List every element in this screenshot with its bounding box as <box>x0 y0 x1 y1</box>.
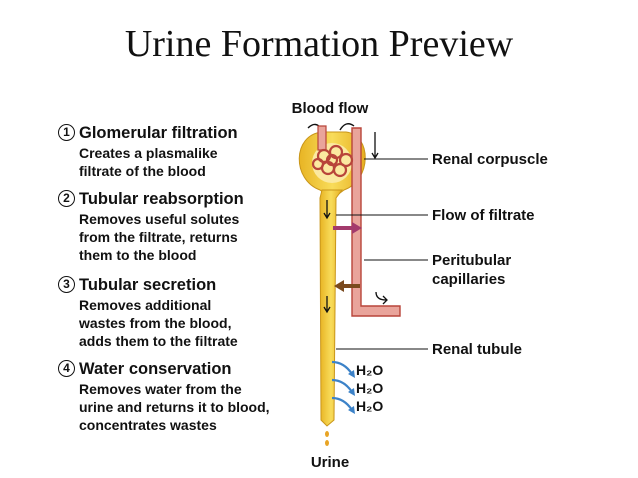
capillary-down-arrow <box>371 132 379 160</box>
steps-list: 1 Glomerular filtration Creates a plasma… <box>56 122 306 438</box>
step-tubular-secretion: 3 Tubular secretion Removes additional w… <box>56 274 306 358</box>
callout-renal-corpuscle: Renal corpuscle <box>432 151 548 168</box>
water-label-2: H₂O <box>356 380 383 396</box>
afferent-arteriole <box>317 125 327 151</box>
step-number-2: 2 <box>58 190 75 207</box>
bowmans-capsule <box>298 131 366 197</box>
urine-drops <box>325 431 329 446</box>
callout-renal-tubule: Renal tubule <box>432 341 522 358</box>
step-water-conservation: 4 Water conservation Removes water from … <box>56 358 306 438</box>
step-title: Tubular reabsorption <box>79 190 244 208</box>
blood-flow-out-arrow <box>339 123 355 131</box>
secretion-arrow-head <box>334 280 344 292</box>
filtrate-down-arrow-2 <box>323 296 331 314</box>
step-title: Glomerular filtration <box>79 124 238 142</box>
water-label-1: H₂O <box>356 362 383 378</box>
step-number-1: 1 <box>58 124 75 141</box>
water-arrows <box>331 360 353 411</box>
blood-flow-label: Blood flow <box>292 100 369 117</box>
step-description: Removes water from the urine and returns… <box>79 381 270 433</box>
callout-peritubular-line1: Peritubular <box>432 252 511 269</box>
step-tubular-reabsorption: 2 Tubular reabsorption Removes useful so… <box>56 188 306 274</box>
step-number-3: 3 <box>58 276 75 293</box>
page-title: Urine Formation Preview <box>124 23 514 65</box>
callout-peritubular-line2: capillaries <box>432 271 505 288</box>
capillary-return-arrow <box>375 291 388 305</box>
renal-tubule <box>319 189 343 427</box>
callout-lines <box>336 158 428 350</box>
water-label-3: H₂O <box>356 398 383 414</box>
urine-label: Urine <box>311 454 349 471</box>
callout-flow-of-filtrate: Flow of filtrate <box>432 207 535 224</box>
blood-flow-in-arrow <box>307 123 323 131</box>
filtrate-down-arrow-1 <box>323 200 331 220</box>
step-description: Creates a plasmalike filtrate of the blo… <box>79 145 218 179</box>
step-number-4: 4 <box>58 360 75 377</box>
step-title: Water conservation <box>79 360 232 378</box>
capsule-inner-space <box>312 143 352 183</box>
step-description: Removes additional wastes from the blood… <box>79 297 238 349</box>
step-glomerular-filtration: 1 Glomerular filtration Creates a plasma… <box>56 122 306 188</box>
glomerulus <box>311 144 354 178</box>
step-title: Tubular secretion <box>79 276 217 294</box>
peritubular-capillary <box>351 127 401 317</box>
step-description: Removes useful solutes from the filtrate… <box>79 211 240 263</box>
reabsorption-arrow-head <box>352 222 362 234</box>
